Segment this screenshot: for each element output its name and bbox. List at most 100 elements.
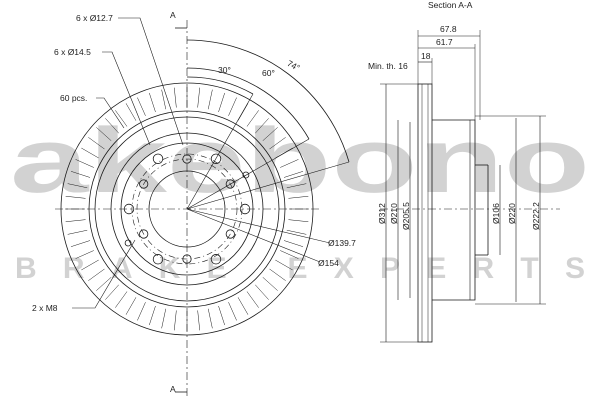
vent-slot xyxy=(283,240,304,247)
vent-slots xyxy=(65,87,309,331)
angle-arc-30 xyxy=(186,76,254,95)
vent-slot xyxy=(81,147,99,159)
vent-slot xyxy=(255,118,269,134)
vent-slot xyxy=(161,308,167,329)
vent-slot xyxy=(255,284,269,300)
dim-label-312: Ø312 xyxy=(377,203,387,224)
leader-pcd-154 xyxy=(186,208,321,263)
vent-slot xyxy=(246,110,259,127)
callout-aux-holes: 6 x Ø14.5 xyxy=(54,47,91,57)
vent-slot xyxy=(137,97,146,116)
vent-slot xyxy=(280,250,299,259)
vent-slot xyxy=(96,277,112,291)
bolt-hole xyxy=(139,179,149,189)
rotor-friction-ring xyxy=(417,83,433,343)
section-view xyxy=(380,30,560,343)
callout-vent-count: 60 pcs. xyxy=(60,93,87,103)
leader-vent-count xyxy=(96,97,125,129)
vent-slot xyxy=(105,284,119,300)
section-title: Section A-A xyxy=(428,0,473,10)
aux-hole xyxy=(210,153,222,164)
vent-slot xyxy=(173,310,177,331)
vent-slot xyxy=(218,305,225,326)
vent-slot xyxy=(65,219,86,223)
angle-leg-30 xyxy=(186,93,254,210)
section-view-labels: Section A-A Min. th. 16 67.8 61.7 18 Ø31… xyxy=(368,0,541,230)
vent-slot xyxy=(207,89,213,110)
aux-hole xyxy=(152,254,164,265)
vent-slot xyxy=(75,250,94,259)
watermark-brand: akebono xyxy=(10,110,590,212)
vent-slot xyxy=(88,268,105,281)
vent-slot xyxy=(197,310,201,331)
vent-slot xyxy=(96,127,112,141)
callout-threads: 2 x M8 xyxy=(32,303,58,313)
vent-slot xyxy=(75,159,94,168)
callout-bolt-holes: 6 x Ø12.7 xyxy=(76,13,113,23)
vent-slot xyxy=(228,97,237,116)
vent-slot xyxy=(218,92,225,113)
vent-slot xyxy=(115,110,128,127)
angle-arc-60 xyxy=(186,67,310,140)
vent-slot xyxy=(197,87,201,108)
watermark: akebono BRAKE EXPERTS xyxy=(10,110,590,285)
angle-label-60: 60° xyxy=(262,68,275,78)
vent-slot xyxy=(207,308,213,329)
vent-slot xyxy=(246,291,259,308)
dim-label-106: Ø106 xyxy=(491,203,501,224)
dim-label-18: 18 xyxy=(421,51,431,61)
dim-label-210: Ø210 xyxy=(389,203,399,224)
angle-leg-74 xyxy=(186,161,350,210)
vent-slot xyxy=(70,240,91,247)
min-thickness: Min. th. 16 xyxy=(368,61,408,71)
watermark-tagline: BRAKE EXPERTS xyxy=(15,252,585,285)
vent-slot xyxy=(237,297,249,315)
vent-slot xyxy=(161,89,167,110)
vent-slot xyxy=(262,127,278,141)
leader-pcd-1397 xyxy=(186,208,331,244)
vent-slot xyxy=(88,137,105,150)
vent-slot xyxy=(173,87,177,108)
vent-slot xyxy=(67,183,88,189)
vent-slot xyxy=(81,259,99,271)
thread-hole xyxy=(124,239,132,247)
aux-hole xyxy=(210,254,222,265)
vent-slot xyxy=(125,103,137,121)
thread-hole xyxy=(242,171,250,179)
dim-label-220: Ø220 xyxy=(507,203,517,224)
vent-slot xyxy=(286,183,307,189)
bolt-hole xyxy=(225,229,235,239)
vent-slot xyxy=(269,268,286,281)
bolt-hole xyxy=(225,179,235,189)
aux-hole xyxy=(152,153,164,164)
vent-slot xyxy=(288,219,309,223)
vent-slot xyxy=(228,302,237,321)
vent-slot xyxy=(280,159,299,168)
vent-slot xyxy=(149,305,156,326)
vent-slot xyxy=(275,259,293,271)
vent-slot xyxy=(137,302,146,321)
vent-slot xyxy=(105,118,119,134)
bolt-holes xyxy=(123,153,251,265)
vent-slot xyxy=(288,195,309,199)
leader-aux-holes xyxy=(102,51,151,146)
vent-slot xyxy=(283,171,304,178)
vent-slot xyxy=(65,195,86,199)
bolt-hole xyxy=(139,229,149,239)
dim-label-2222: Ø222.2 xyxy=(531,202,541,230)
front-view xyxy=(55,17,350,398)
leader-threads xyxy=(72,239,136,309)
vent-slot xyxy=(262,277,278,291)
dim-label-678: 67.8 xyxy=(440,24,457,34)
pcd-label-1397: Ø139.7 xyxy=(328,238,356,248)
vent-slot xyxy=(149,92,156,113)
section-mark-bottom: A xyxy=(170,384,176,394)
dim-label-2055: Ø205.5 xyxy=(401,202,411,230)
leader-bolt-holes xyxy=(118,17,184,146)
vent-slot xyxy=(286,229,307,235)
vent-slot xyxy=(125,297,137,315)
vent-slot xyxy=(67,229,88,235)
vent-slot xyxy=(70,171,91,178)
pcd-label-154: Ø154 xyxy=(318,258,339,268)
